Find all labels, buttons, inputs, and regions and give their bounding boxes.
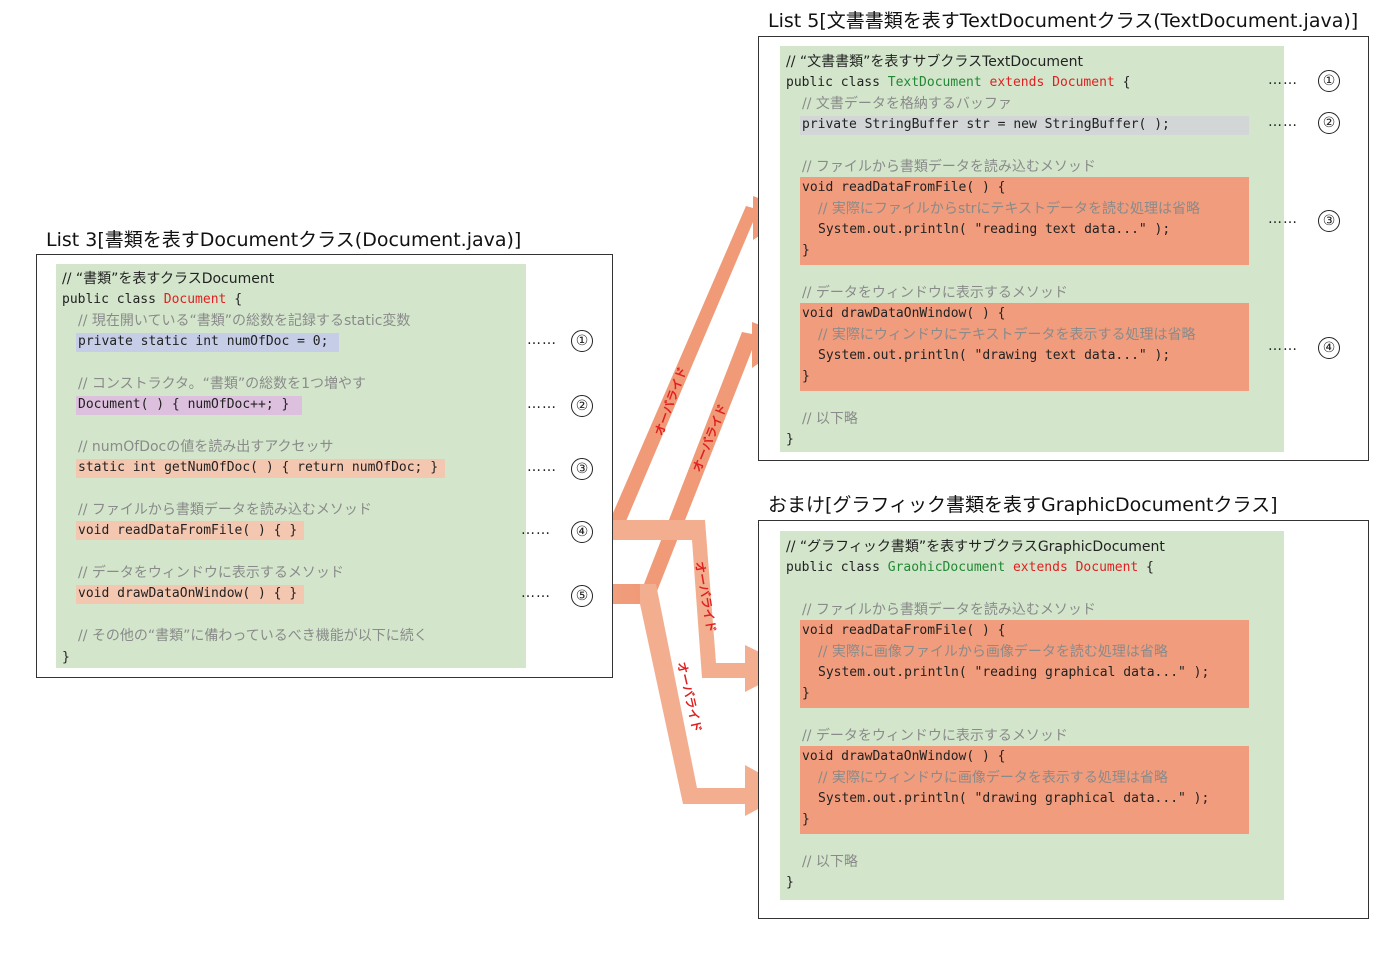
- list5-read-close: }: [802, 243, 810, 258]
- list3-ctor: Document( ) { numOfDoc++; }: [78, 397, 290, 412]
- list3-highlight-2: [76, 396, 302, 415]
- bonus-read-block: [800, 620, 1249, 708]
- list5-marker-4: ④: [1318, 337, 1340, 359]
- list3-comment-read: // ファイルから書類データを読み込むメソッド: [78, 502, 372, 518]
- list3-accessor: static int getNumOfDoc( ) { return numOf…: [78, 460, 439, 475]
- list5-comment-buffer: // 文書データを格納するバッファ: [802, 96, 1012, 112]
- bonus-close-brace: }: [786, 875, 794, 890]
- list5-field: private StringBuffer str = new StringBuf…: [802, 117, 1170, 132]
- list3-marker-3: ③: [571, 458, 593, 480]
- list3-dots-5: ……: [521, 585, 551, 601]
- bonus-code-block: [780, 531, 1284, 900]
- bonus-draw-close: }: [802, 812, 810, 827]
- list5-dots-1: ……: [1268, 72, 1298, 88]
- bonus-title: おまけ[グラフィック書類を表すGraphicDocumentクラス]: [768, 494, 1278, 516]
- bonus-draw-println: System.out.println( "drawing graphical d…: [818, 791, 1210, 806]
- override-arrow-4-graphic: [605, 520, 792, 692]
- list3-field: private static int numOfDoc = 0;: [78, 334, 329, 349]
- list3-highlight-3: [76, 459, 445, 478]
- bonus-draw-method: void drawDataOnWindow( ) {: [802, 749, 1006, 764]
- list3-dots-3: ……: [527, 459, 557, 475]
- bonus-class-decl: public class GraohicDocument extends Doc…: [786, 560, 1154, 575]
- list5-read-method: void readDataFromFile( ) {: [802, 180, 1006, 195]
- list5-marker-1: ①: [1318, 70, 1340, 92]
- bonus-draw-block: [800, 746, 1249, 834]
- list3-comment-static: // 現在開いている“書類”の総数を記録するstatic変数: [78, 313, 411, 329]
- list5-comment-omitted: // 以下略: [802, 411, 858, 427]
- list5-read-println: System.out.println( "reading text data..…: [818, 222, 1171, 237]
- list3-title: List 3[書類を表すDocumentクラス(Document.java)]: [46, 229, 522, 251]
- list5-marker-3: ③: [1318, 210, 1340, 232]
- override-arrow-5-graphic: [640, 584, 792, 816]
- list3-dots-4: ……: [521, 522, 551, 538]
- list3-comment-accessor: // numOfDocの値を読み出すアクセッサ: [78, 439, 334, 455]
- bonus-comment-draw: // データをウィンドウに表示するメソッド: [802, 728, 1068, 744]
- list5-dots-2: ……: [1268, 114, 1298, 130]
- list3-comment-draw: // データをウィンドウに表示するメソッド: [78, 565, 344, 581]
- list5-title: List 5[文書書類を表すTextDocumentクラス(TextDocume…: [768, 10, 1359, 32]
- list3-marker-2: ②: [571, 395, 593, 417]
- list3-class-decl: public class Document {: [62, 292, 243, 307]
- list5-draw-close: }: [802, 369, 810, 384]
- list5-highlight-2: [800, 116, 1249, 135]
- list5-dots-4: ……: [1268, 338, 1298, 354]
- bonus-draw-comment: // 実際にウィンドウに画像データを表示する処理は省略: [818, 770, 1168, 786]
- bonus-comment-omitted: // 以下略: [802, 854, 858, 870]
- list5-draw-comment: // 実際にウィンドウにテキストデータを表示する処理は省略: [818, 327, 1196, 343]
- list5-draw-println: System.out.println( "drawing text data..…: [818, 348, 1171, 363]
- list5-draw-method: void drawDataOnWindow( ) {: [802, 306, 1006, 321]
- list5-dots-3: ……: [1268, 211, 1298, 227]
- list3-close-brace: }: [62, 650, 70, 665]
- list5-close-brace: }: [786, 432, 794, 447]
- list3-comment-class: // “書類”を表すクラスDocument: [62, 271, 275, 287]
- list3-dots-2: ……: [527, 396, 557, 412]
- list3-highlight-5: [76, 585, 304, 604]
- list5-marker-2: ②: [1318, 112, 1340, 134]
- list3-dots-1: ……: [527, 332, 557, 348]
- list5-read-comment: // 実際にファイルからstrにテキストデータを読む処理は省略: [818, 201, 1201, 217]
- list3-read-method: void readDataFromFile( ) { }: [78, 523, 298, 538]
- list5-class-decl: public class TextDocument extends Docume…: [786, 75, 1131, 90]
- list5-draw-block: [800, 303, 1249, 391]
- bonus-read-close: }: [802, 686, 810, 701]
- list5-comment-class: // “文書書類”を表すサブクラスTextDocument: [786, 54, 1083, 70]
- list5-comment-read: // ファイルから書類データを読み込むメソッド: [802, 159, 1096, 175]
- override-arrow-4-text: [598, 196, 795, 540]
- bonus-comment-read: // ファイルから書類データを読み込むメソッド: [802, 602, 1096, 618]
- list5-comment-draw: // データをウィンドウに表示するメソッド: [802, 285, 1068, 301]
- list3-draw-method: void drawDataOnWindow( ) { }: [78, 586, 298, 601]
- bonus-read-method: void readDataFromFile( ) {: [802, 623, 1006, 638]
- list3-marker-5: ⑤: [571, 585, 593, 607]
- bonus-comment-class: // “グラフィック書類”を表すサブクラスGraphicDocument: [786, 539, 1165, 555]
- bonus-read-println: System.out.println( "reading graphical d…: [818, 665, 1210, 680]
- list3-comment-rest: // その他の“書類”に備わっているべき機能が以下に続く: [78, 628, 428, 644]
- list3-highlight-1: [76, 333, 339, 352]
- list5-read-block: [800, 177, 1249, 265]
- list3-comment-ctor: // コンストラクタ。“書類”の総数を1つ増やす: [78, 376, 367, 392]
- list3-marker-4: ④: [571, 521, 593, 543]
- list3-highlight-4: [76, 521, 304, 540]
- list3-marker-1: ①: [571, 330, 593, 352]
- bonus-read-comment: // 実際に画像ファイルから画像データを読む処理は省略: [818, 644, 1168, 660]
